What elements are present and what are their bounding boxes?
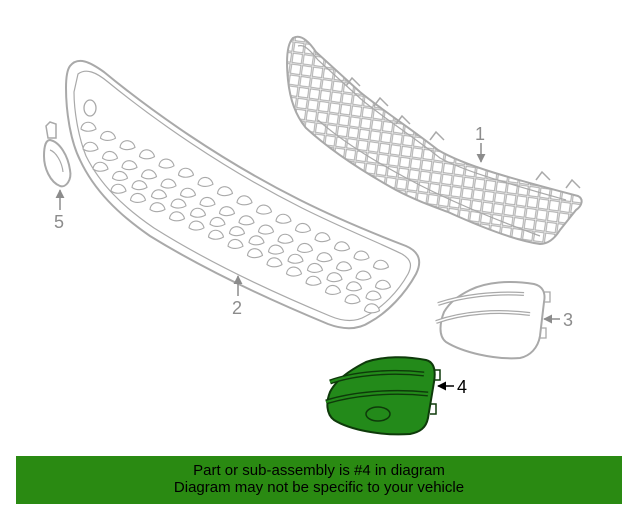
lower-grille-slots xyxy=(80,121,392,314)
grille-slot xyxy=(209,216,226,227)
grille-slot xyxy=(353,250,370,261)
grille-slot xyxy=(99,130,117,141)
grille-slot xyxy=(255,204,273,215)
grille-slot xyxy=(333,241,351,252)
grille-slot xyxy=(149,202,166,213)
grille-slot xyxy=(216,186,234,197)
grille-slot xyxy=(275,213,292,224)
grille-slot xyxy=(374,279,392,290)
parts-diagram: 1 2 3 4 5 xyxy=(42,35,583,436)
grille-slot xyxy=(218,206,236,217)
grille-slot xyxy=(296,242,314,253)
grille-slot xyxy=(294,222,312,233)
grille-slot xyxy=(236,195,253,206)
grille-slot xyxy=(228,226,246,237)
tow-hook-cover-part-5[interactable] xyxy=(42,121,72,188)
fog-lamp-bezel-part-3[interactable] xyxy=(435,281,551,360)
grille-slot xyxy=(316,252,333,263)
grille-slot xyxy=(314,232,331,243)
grille-slot xyxy=(80,121,97,132)
grille-slot xyxy=(140,169,158,180)
grille-slot xyxy=(365,290,382,301)
grille-slot xyxy=(227,238,244,249)
grille-slot xyxy=(238,215,255,226)
grille-slot xyxy=(266,257,283,268)
grille-slot xyxy=(177,167,195,178)
callout-2: 2 xyxy=(232,298,242,318)
grille-slot xyxy=(355,270,372,281)
grille-slot xyxy=(150,189,168,200)
grille-slot xyxy=(306,262,324,273)
grille-slot xyxy=(101,150,119,161)
grille-slot xyxy=(160,178,177,189)
grille-slot xyxy=(257,224,275,235)
grille-slot xyxy=(170,198,187,209)
grille-slot xyxy=(345,281,363,292)
grille-slot xyxy=(305,275,322,286)
grille-slot xyxy=(111,170,129,181)
grille-slot xyxy=(188,220,205,231)
grille-slot xyxy=(119,140,136,151)
fog-lamp-bezel-part-4[interactable] xyxy=(325,356,441,436)
grille-slot xyxy=(168,211,186,222)
grille-slot xyxy=(344,294,361,305)
grille-slot xyxy=(324,284,342,295)
grille-slot xyxy=(189,207,207,218)
grille-slot xyxy=(158,158,175,169)
grille-slot xyxy=(207,229,225,240)
grille-slot xyxy=(197,176,214,187)
notice-banner: Part or sub-assembly is #4 in diagram Di… xyxy=(16,456,622,504)
grille-slot xyxy=(267,244,285,255)
grille-slot xyxy=(246,248,264,259)
grille-slot xyxy=(121,160,138,171)
grille-slot xyxy=(372,259,390,270)
grille-slot xyxy=(335,261,353,272)
callout-5: 5 xyxy=(54,212,64,232)
callout-leaders xyxy=(55,143,560,391)
upper-grille-part-1[interactable] xyxy=(286,35,583,246)
grille-slot xyxy=(92,161,109,172)
grille-slot xyxy=(277,233,294,244)
notice-line-2: Diagram may not be specific to your vehi… xyxy=(173,479,465,496)
grille-slot xyxy=(326,272,343,283)
grille-slot xyxy=(287,253,304,264)
lower-grille-part-2[interactable] xyxy=(64,59,421,330)
grille-slot xyxy=(199,196,216,207)
grille-slot xyxy=(138,149,156,160)
grille-slot xyxy=(110,183,127,194)
grille-slot xyxy=(129,192,147,203)
grille-slot xyxy=(248,235,265,246)
callout-1: 1 xyxy=(475,124,485,144)
callout-3: 3 xyxy=(563,310,573,330)
callout-4: 4 xyxy=(457,377,467,397)
grille-slot xyxy=(363,303,381,314)
grille-slot xyxy=(82,141,99,152)
notice-line-1: Part or sub-assembly is #4 in diagram xyxy=(193,462,445,479)
grille-slot xyxy=(179,187,197,198)
grille-slot xyxy=(131,180,148,191)
grille-slot xyxy=(285,266,303,277)
